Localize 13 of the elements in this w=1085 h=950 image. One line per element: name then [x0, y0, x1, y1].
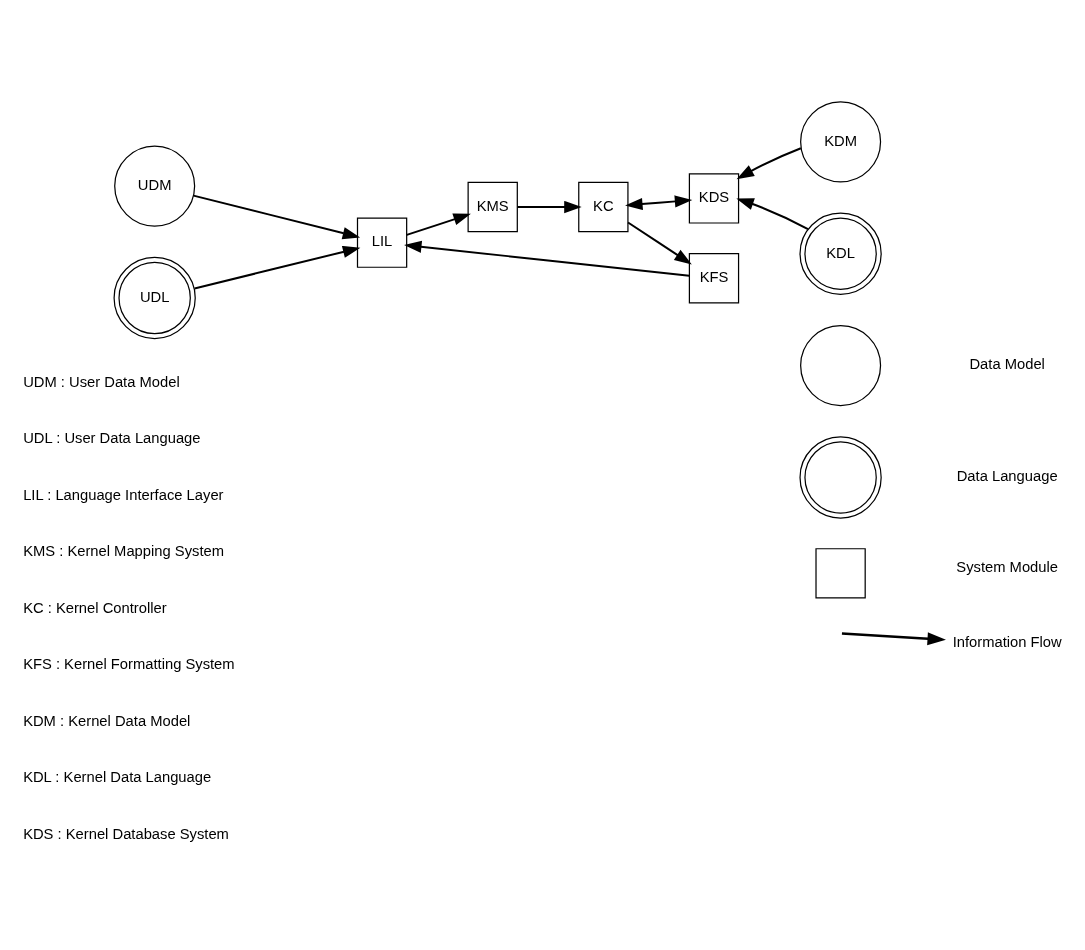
label: KDL : Kernel Data Language — [23, 769, 212, 786]
legend-label: Information Flow — [952, 634, 1062, 651]
label: KDS : Kernel Database System — [23, 825, 229, 842]
label: LIL : Language Interface Layer — [23, 486, 224, 503]
legend-label: Data Language — [956, 468, 1058, 485]
label: UDM : User Data Model — [23, 373, 180, 390]
label: KFS : Kernel Formatting System — [23, 656, 235, 673]
label: KDM : Kernel Data Model — [23, 712, 191, 729]
label: KC : Kernel Controller — [23, 599, 167, 616]
label: UDL : User Data Language — [23, 430, 201, 447]
label: KMS : Kernel Mapping System — [23, 543, 224, 560]
legend-label: Data Model — [969, 356, 1045, 373]
legend-label: System Module — [956, 559, 1058, 576]
